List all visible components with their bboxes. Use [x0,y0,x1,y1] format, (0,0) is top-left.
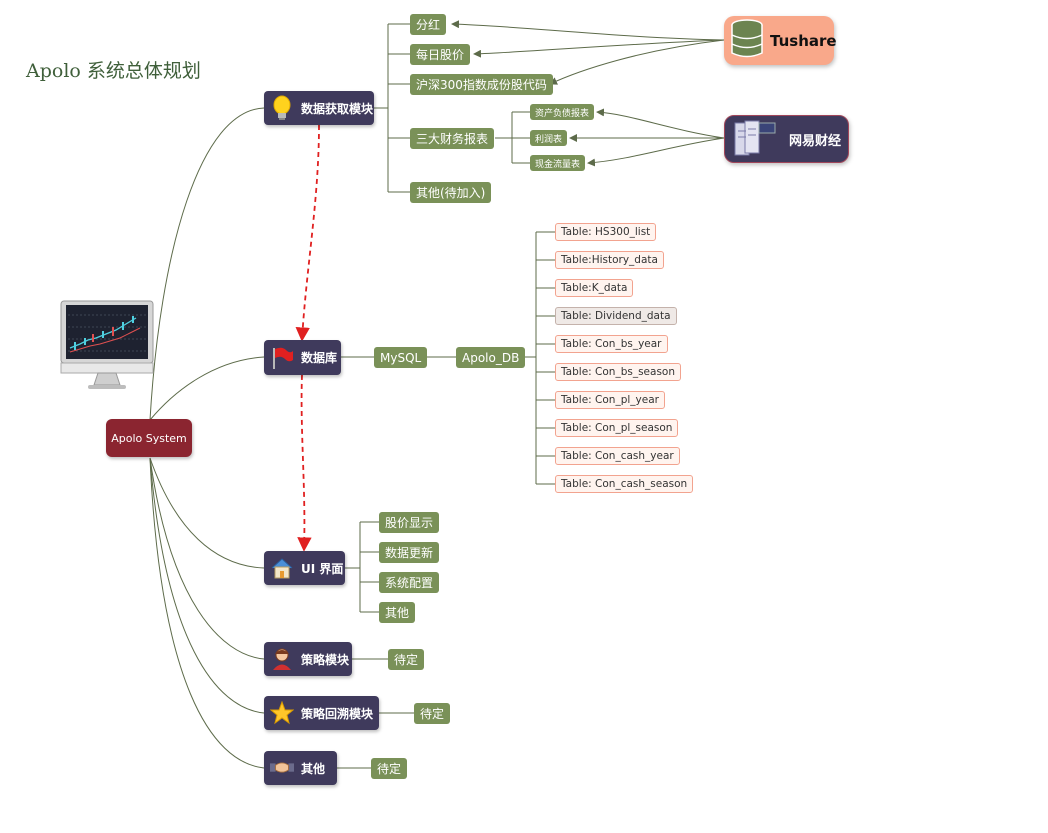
other-pending[interactable]: 待定 [371,758,408,779]
red-flag-icon [270,346,294,370]
module-label: 其他 [301,761,326,776]
module-label: 数据获取模块 [301,101,374,116]
source-netease[interactable]: 网易财经 [724,115,849,163]
module-label: 策略模块 [301,652,350,667]
module-label: 策略回溯模块 [301,706,374,721]
data-item-other[interactable]: 其他(待加入) [410,182,492,203]
database-icon [730,18,764,64]
module-backtest[interactable]: 策略回溯模块 [264,696,379,730]
mysql-node[interactable]: MySQL [374,347,428,368]
source-tushare[interactable]: Tushare [724,16,837,65]
table-con-pl-season[interactable]: Table: Con_pl_season [555,419,679,437]
report-cash-flow[interactable]: 现金流量表 [530,155,586,171]
table-con-bs-year[interactable]: Table: Con_bs_year [555,335,668,353]
data-item-hs300-codes[interactable]: 沪深300指数成份股代码 [410,74,553,95]
module-other[interactable]: 其他 [264,751,337,785]
person-icon [270,647,294,671]
strategy-pending[interactable]: 待定 [388,649,425,670]
source-label: Tushare [770,31,837,50]
report-income-statement[interactable]: 利润表 [530,130,568,146]
ui-item-data-update[interactable]: 数据更新 [379,542,440,563]
table-history-data[interactable]: Table:History_data [555,251,664,269]
report-balance-sheet[interactable]: 资产负债报表 [530,104,595,120]
table-con-cash-year[interactable]: Table: Con_cash_year [555,447,680,465]
root-label: Apolo System [111,431,187,445]
table-con-bs-season[interactable]: Table: Con_bs_season [555,363,681,381]
data-item-daily-price[interactable]: 每日股价 [410,44,471,65]
page-title: Apolo 系统总体规划 [26,60,201,82]
table-con-cash-season[interactable]: Table: Con_cash_season [555,475,694,493]
module-ui[interactable]: UI 界面 [264,551,345,585]
module-data-fetch[interactable]: 数据获取模块 [264,91,374,125]
computer-monitor-icon [60,300,154,389]
source-label: 网易财经 [789,133,842,149]
ui-item-system-config[interactable]: 系统配置 [379,572,440,593]
house-icon [270,556,294,580]
module-database[interactable]: 数据库 [264,340,341,375]
table-hs300-list[interactable]: Table: HS300_list [555,223,657,241]
module-label: UI 界面 [301,561,344,576]
module-strategy[interactable]: 策略模块 [264,642,352,676]
data-item-financial-reports[interactable]: 三大财务报表 [410,128,495,149]
table-con-pl-year[interactable]: Table: Con_pl_year [555,391,665,409]
table-k-data[interactable]: Table:K_data [555,279,634,297]
ui-item-other[interactable]: 其他 [379,602,416,623]
server-icon [733,117,777,161]
table-dividend-data[interactable]: Table: Dividend_data [555,307,677,325]
root-node[interactable]: Apolo System [106,419,192,457]
data-item-dividend[interactable]: 分红 [410,14,447,35]
handshake-icon [270,756,294,780]
ui-item-price-display[interactable]: 股价显示 [379,512,440,533]
backtest-pending[interactable]: 待定 [414,703,451,724]
lightbulb-icon [270,95,294,120]
module-label: 数据库 [301,351,338,365]
apolo-db-node[interactable]: Apolo_DB [456,347,526,368]
star-icon [270,701,294,725]
